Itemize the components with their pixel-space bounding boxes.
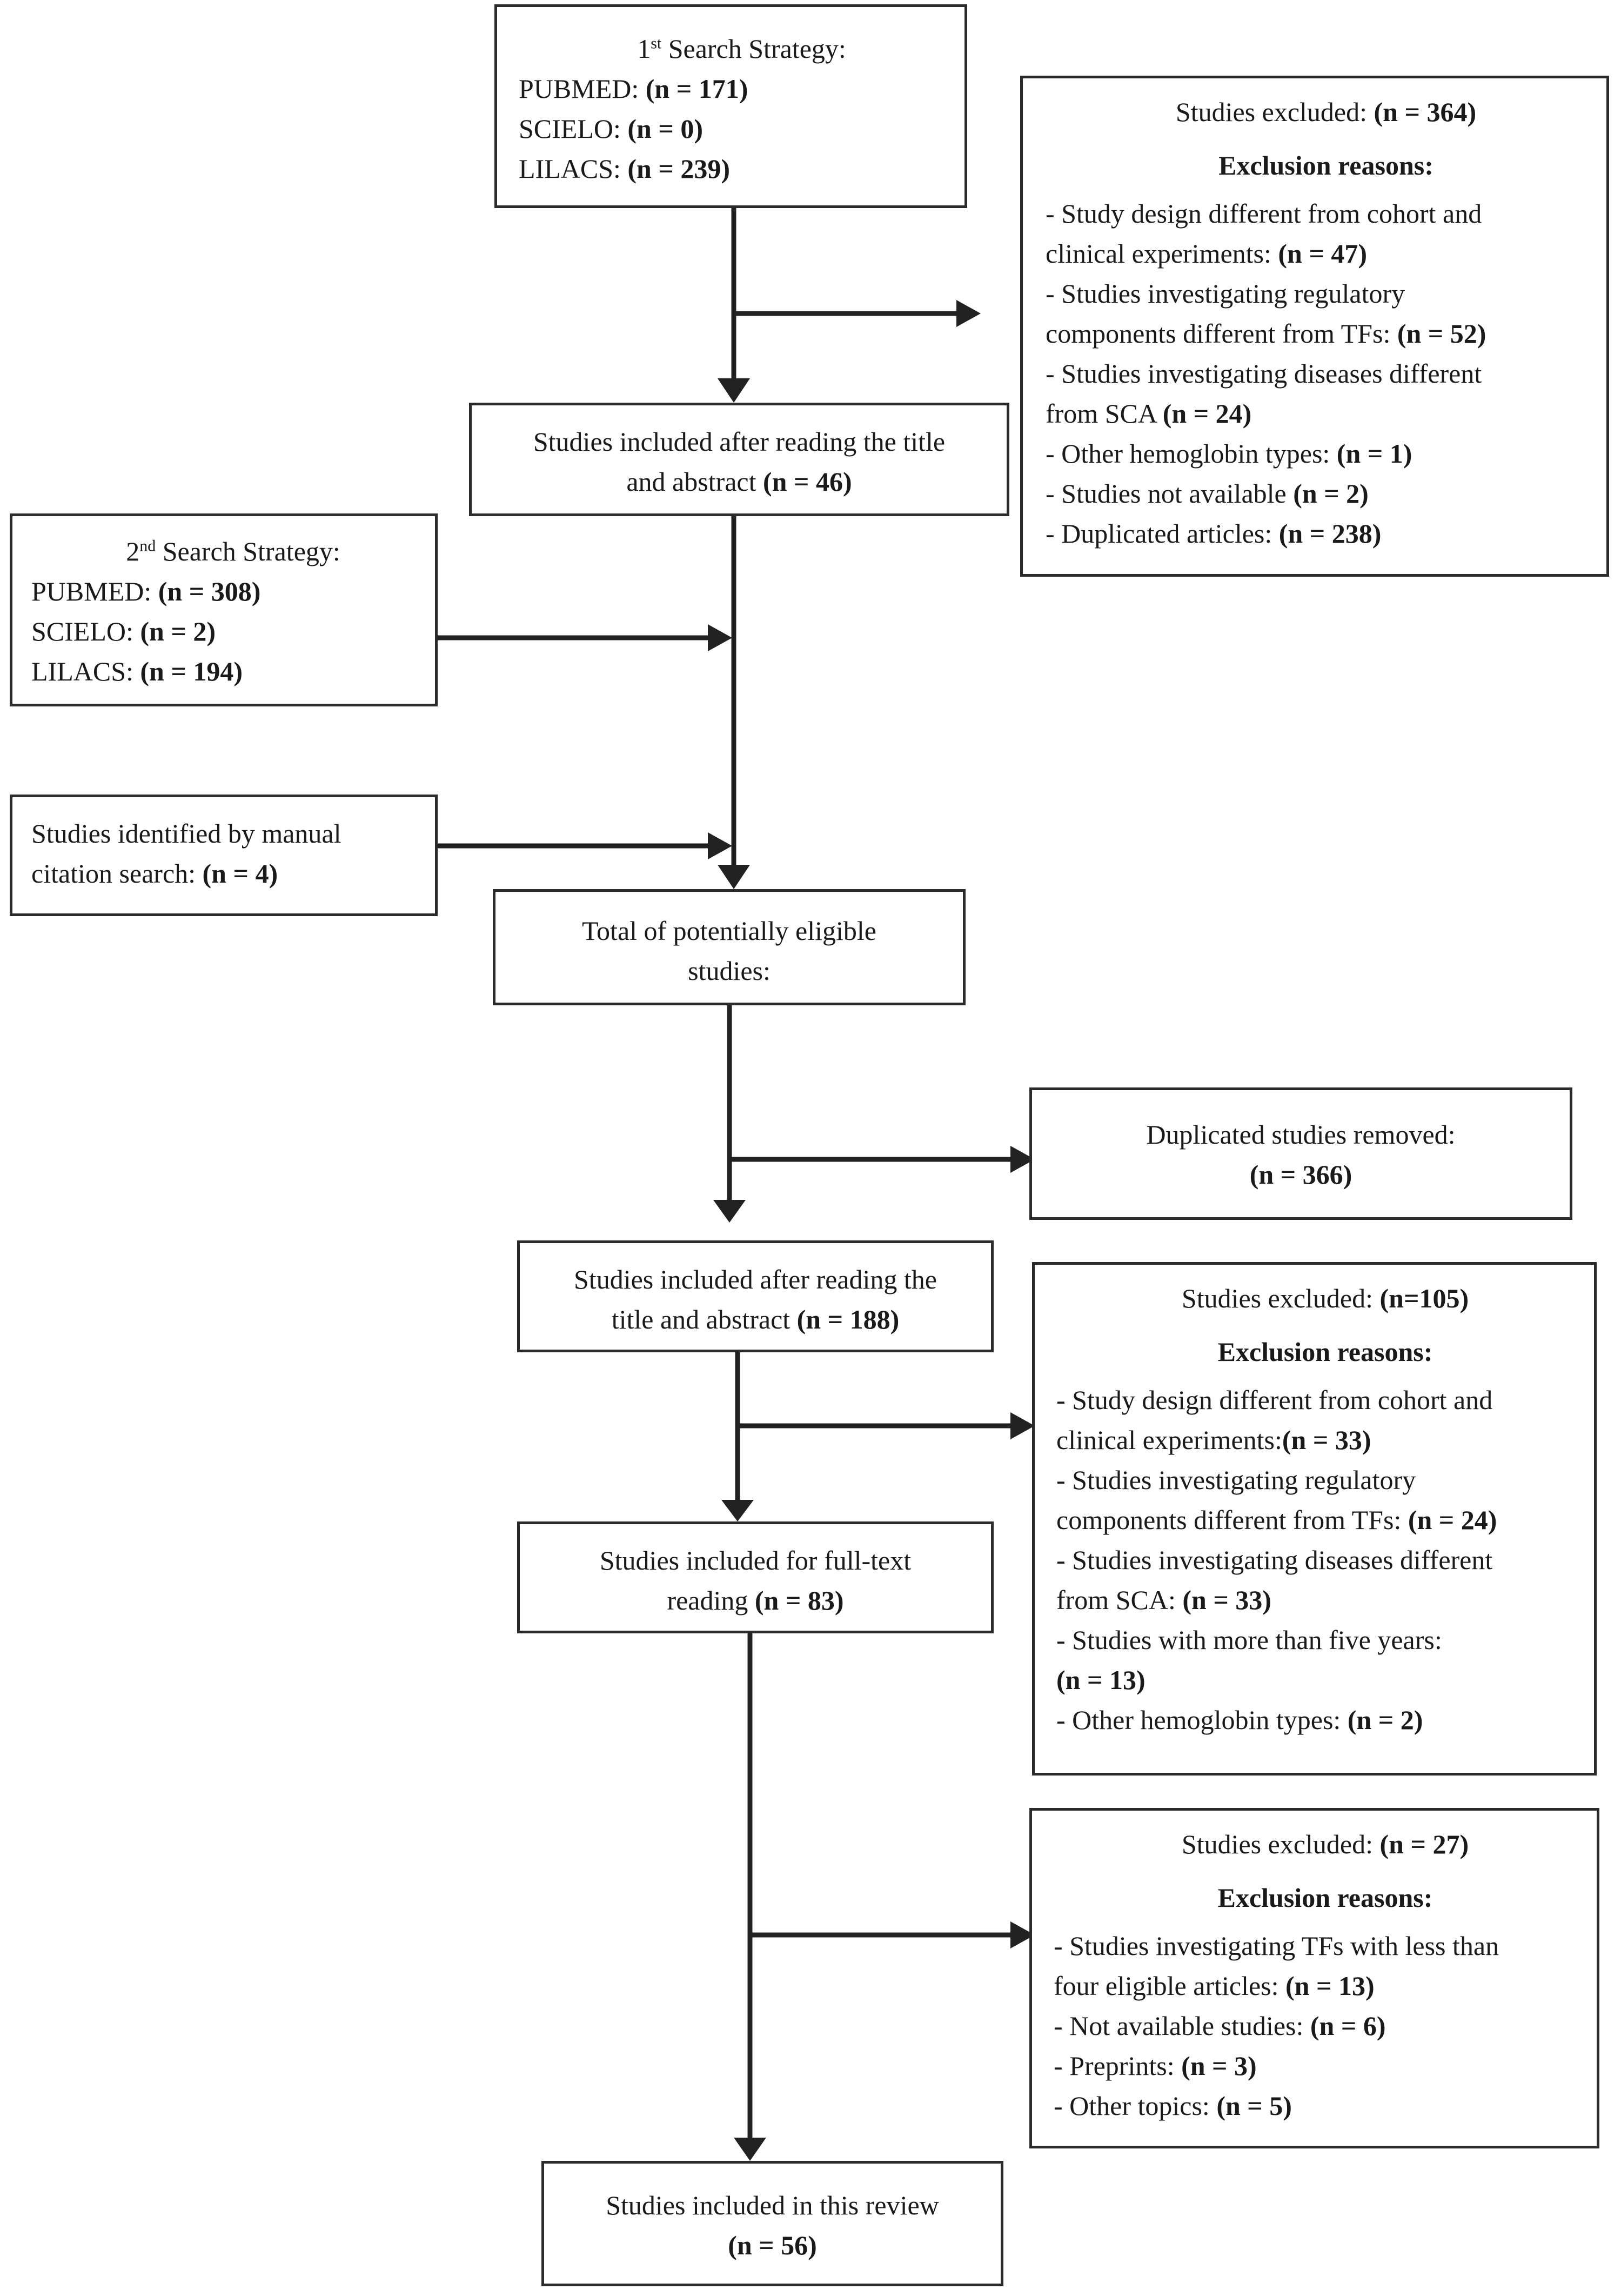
excluded-2-reasons-heading: Exclusion reasons: [1217, 1337, 1433, 1367]
excluded1-line: clinical experiments: (n = 47) [1046, 238, 1368, 269]
excluded-3-reasons-heading: Exclusion reasons: [1217, 1883, 1433, 1913]
excluded3-line: four eligible articles: (n = 13) [1054, 1971, 1375, 2001]
arrowhead-included1 [718, 378, 750, 403]
final-line1: Studies included in this review [606, 2190, 939, 2220]
eligible-box: Total of potentially eligible studies: [493, 889, 966, 1005]
arrowhead-final [734, 2138, 766, 2161]
eligible-line2: studies: [688, 956, 771, 986]
arrowhead-eligible [718, 865, 750, 889]
search-strategy-2-title: 2nd Search Strategy: [31, 531, 435, 571]
excluded2-line: (n = 13) [1056, 1665, 1146, 1695]
excluded1-line: - Studies investigating regulatory [1046, 278, 1405, 309]
search1-line: LILACS: (n = 239) [519, 153, 731, 184]
excluded1-line: - Duplicated articles: (n = 238) [1046, 518, 1382, 549]
search-strategy-1-number: 1 [637, 34, 651, 64]
excluded1-line: - Studies investigating diseases differe… [1046, 358, 1482, 389]
duplicates-box: Duplicated studies removed: (n = 366) [1029, 1087, 1572, 1220]
fulltext-box: Studies included for full-text reading (… [517, 1521, 994, 1633]
arrowhead-excluded3 [1010, 1921, 1035, 1948]
excluded-1-title: Studies excluded: (n = 364) [1175, 97, 1477, 127]
arrowhead-excluded2 [1010, 1412, 1035, 1439]
manual-search-box: Studies identified by manual citation se… [10, 795, 438, 916]
excluded2-line: from SCA: (n = 33) [1056, 1585, 1271, 1615]
fulltext-line1: Studies included for full-text [599, 1545, 912, 1576]
included-1-box: Studies included after reading the title… [469, 403, 1009, 516]
arrowhead-duplicates [1010, 1146, 1035, 1173]
search-strategy-1-box: 1st Search Strategy: PUBMED: (n = 171) S… [494, 4, 967, 208]
excluded-3-title: Studies excluded: (n = 27) [1181, 1829, 1469, 1859]
excluded-2-box: Studies excluded: (n=105) Exclusion reas… [1032, 1262, 1597, 1776]
excluded2-line: - Other hemoglobin types: (n = 2) [1056, 1705, 1423, 1735]
search1-line: PUBMED: (n = 171) [519, 74, 748, 104]
duplicates-line1: Duplicated studies removed: [1146, 1119, 1456, 1150]
duplicates-value: (n = 366) [1249, 1159, 1352, 1190]
eligible-line1: Total of potentially eligible [582, 916, 876, 946]
search-strategy-1-sup: st [651, 34, 662, 52]
search-strategy-2-box: 2nd Search Strategy: PUBMED: (n = 308) S… [10, 513, 438, 706]
manual-line2: citation search: (n = 4) [31, 858, 278, 889]
excluded3-line: - Studies investigating TFs with less th… [1054, 1931, 1499, 1961]
excluded-3-box: Studies excluded: (n = 27) Exclusion rea… [1029, 1808, 1599, 2148]
excluded2-line: - Study design different from cohort and [1056, 1385, 1493, 1415]
excluded1-line: components different from TFs: (n = 52) [1046, 318, 1486, 349]
manual-line1: Studies identified by manual [31, 818, 341, 849]
search1-line: SCIELO: (n = 0) [519, 114, 704, 144]
included-2-line1: Studies included after reading the [574, 1264, 937, 1294]
excluded3-line: - Preprints: (n = 3) [1054, 2051, 1257, 2081]
excluded3-line: - Other topics: (n = 5) [1054, 2091, 1292, 2121]
search2-line: PUBMED: (n = 308) [31, 576, 261, 606]
excluded1-line: - Study design different from cohort and [1046, 198, 1482, 229]
final-box: Studies included in this review (n = 56) [541, 2161, 1003, 2286]
arrowhead-included2-top [713, 1200, 746, 1223]
search-strategy-2-number: 2 [126, 536, 140, 566]
arrowhead-search2 [708, 624, 732, 651]
excluded2-line: - Studies investigating diseases differe… [1056, 1545, 1493, 1575]
final-value: (n = 56) [728, 2230, 817, 2260]
included-1-line1: Studies included after reading the title [533, 426, 946, 457]
excluded2-line: components different from TFs: (n = 24) [1056, 1505, 1497, 1535]
arrowhead-fulltext [721, 1500, 754, 1521]
excluded1-line: - Studies not available (n = 2) [1046, 478, 1369, 509]
excluded3-line: - Not available studies: (n = 6) [1054, 2011, 1386, 2041]
arrowhead-manual [708, 832, 732, 859]
excluded-1-reasons-heading: Exclusion reasons: [1218, 150, 1434, 181]
included-2-line2: title and abstract (n = 188) [611, 1304, 900, 1334]
included-2-box: Studies included after reading the title… [517, 1240, 994, 1352]
arrowhead-excluded1 [956, 300, 981, 327]
included-1-line2: and abstract (n = 46) [626, 466, 852, 497]
excluded2-line: clinical experiments:(n = 33) [1056, 1425, 1371, 1455]
search2-line: SCIELO: (n = 2) [31, 616, 216, 646]
search-strategy-2-sup: nd [139, 537, 156, 555]
excluded2-line: - Studies investigating regulatory [1056, 1465, 1416, 1495]
excluded-1-box: Studies excluded: (n = 364) Exclusion re… [1020, 76, 1609, 577]
search-strategy-1-title: 1st Search Strategy: [519, 29, 964, 69]
fulltext-line2: reading (n = 83) [667, 1585, 844, 1616]
excluded1-line: - Other hemoglobin types: (n = 1) [1046, 438, 1412, 469]
excluded2-line: - Studies with more than five years: [1056, 1625, 1442, 1655]
search2-line: LILACS: (n = 194) [31, 656, 243, 686]
search-strategy-2-title-text: Search Strategy: [162, 536, 340, 566]
excluded-2-title: Studies excluded: (n=105) [1181, 1283, 1469, 1313]
search-strategy-1-title-text: Search Strategy: [668, 34, 846, 64]
excluded1-line: from SCA (n = 24) [1046, 398, 1252, 429]
